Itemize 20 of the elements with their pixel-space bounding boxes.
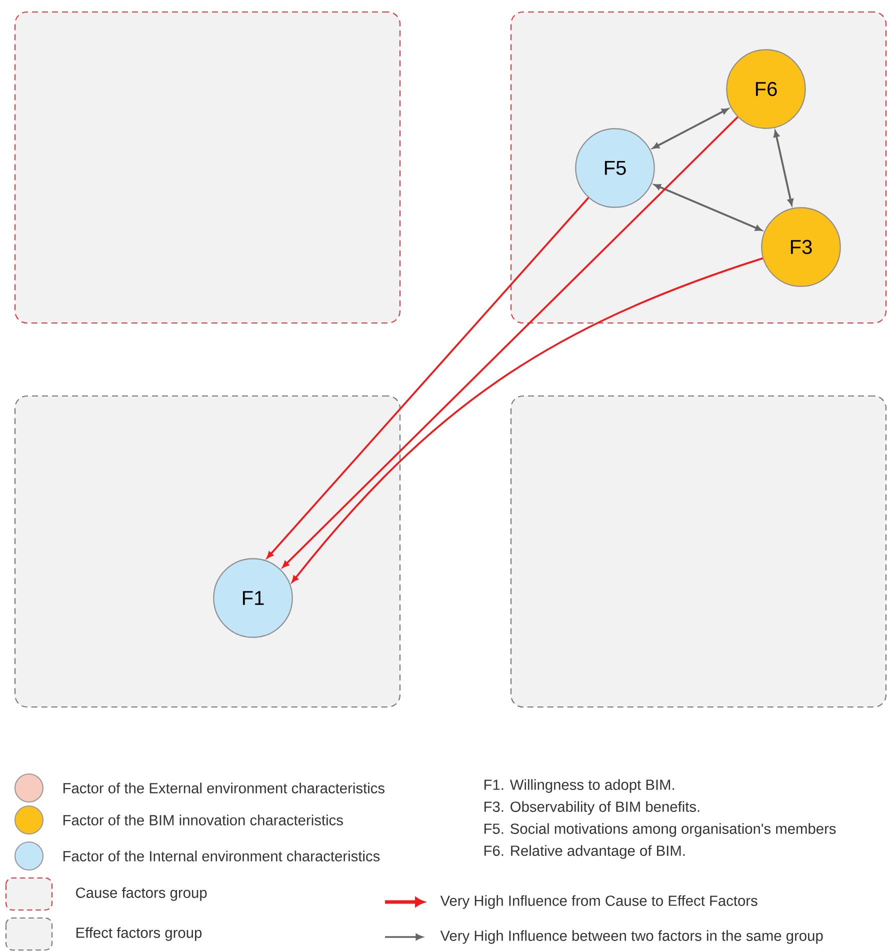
factor-definition: F6. Relative advantage of BIM. [484,845,685,859]
legend-text: Factor of the Internal environment characteristics [63,850,380,862]
legend-text: Effect factors group [76,927,202,941]
arrow [774,130,794,206]
arrow [654,184,762,231]
legend-text: Factor of the External environment characteristics [63,782,384,794]
legend-text: Very High Influence from Cause to Effect Factors [440,895,758,909]
legend-text: Very High Influence between two factors in the same group [440,930,823,944]
arrow [652,108,728,149]
factor-definition: F1. Willingness to adopt BIM. [484,779,674,793]
legend-text: Cause factors group [76,887,207,901]
arrow [292,257,764,582]
factor-definition: F5. Social motivations among organisation's members [484,823,836,837]
legend-text: Factor of the BIM innovation characteristics [63,814,343,826]
effect-group-box [510,395,887,708]
factor-definition: F3. Observability of BIM benefits. [484,801,700,815]
cause-group-box [14,11,401,324]
effect-group-box [14,395,401,708]
arrow [282,116,738,568]
arrow [266,197,590,558]
